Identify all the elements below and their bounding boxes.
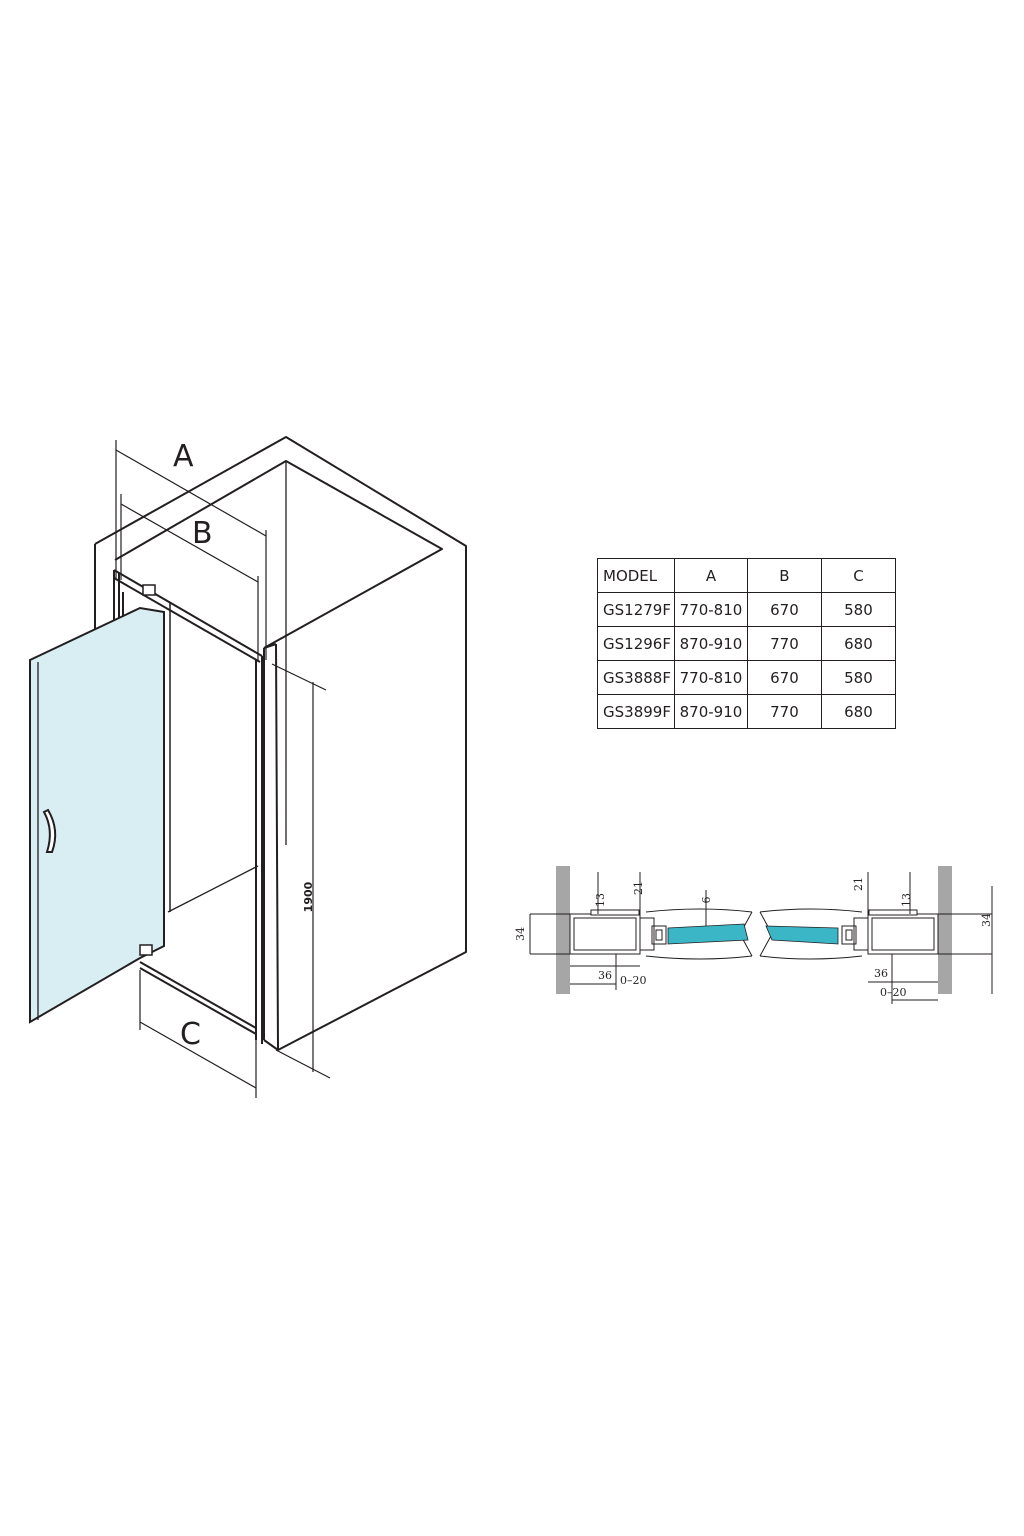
- dimension-height: [271, 663, 331, 1079]
- left-dim-34: 34: [514, 927, 527, 941]
- cell-c: 680: [820, 626, 896, 661]
- cell-model: GS1296F: [597, 626, 675, 661]
- cell-b: 770: [746, 694, 822, 729]
- left-dim-36: 36: [598, 969, 612, 982]
- table-row: GS3888F 770-810 670 580: [597, 660, 896, 695]
- wall-hatch-right: [938, 866, 952, 994]
- cell-c: 680: [820, 694, 896, 729]
- cell-a: 770-810: [673, 592, 748, 627]
- cell-model: GS3888F: [597, 660, 675, 695]
- door-glass-panel: [29, 606, 165, 1024]
- header-c: C: [820, 558, 896, 593]
- right-dim-21: 21: [852, 877, 865, 891]
- model-dimensions-table: MODEL A B C GS1279F 770-810 670 580 GS12…: [597, 558, 896, 729]
- right-dim-0-20: 0–20: [880, 986, 907, 999]
- dimension-a: [115, 440, 267, 660]
- cell-model: GS1279F: [597, 592, 675, 627]
- dimension-b-label: B: [192, 516, 213, 551]
- cell-model: GS3899F: [597, 694, 675, 729]
- cell-c: 580: [820, 660, 896, 695]
- wall-hatch-left: [556, 866, 570, 994]
- cell-a: 870-910: [673, 694, 748, 729]
- table-row: GS3899F 870-910 770 680: [597, 694, 896, 729]
- right-dim-34: 34: [980, 913, 993, 927]
- right-dim-13: 13: [900, 893, 913, 907]
- floor-edge: [167, 865, 259, 913]
- dimension-c: [139, 970, 257, 1098]
- door-handle-icon: [42, 808, 57, 853]
- table-row: GS1279F 770-810 670 580: [597, 592, 896, 627]
- left-dim-6: 6: [700, 897, 713, 904]
- cell-c: 580: [820, 592, 896, 627]
- cell-a: 770-810: [673, 660, 748, 695]
- header-b: B: [746, 558, 822, 593]
- dimension-b: [120, 494, 259, 660]
- header-model: MODEL: [597, 558, 675, 593]
- table-row: GS1296F 870-910 770 680: [597, 626, 896, 661]
- dimension-c-label: C: [180, 1017, 201, 1052]
- height-label: 1900: [302, 881, 315, 912]
- enclosure-outline: [94, 436, 467, 1051]
- left-dim-21: 21: [632, 881, 645, 895]
- right-dim-36: 36: [874, 967, 888, 980]
- left-dim-13: 13: [594, 893, 607, 907]
- cell-b: 670: [746, 660, 822, 695]
- dimension-a-label: A: [173, 439, 194, 474]
- cell-a: 870-910: [673, 626, 748, 661]
- cell-b: 670: [746, 592, 822, 627]
- left-dim-0-20: 0–20: [620, 974, 647, 987]
- header-a: A: [673, 558, 748, 593]
- glass-section-left: [667, 923, 749, 945]
- glass-section-right: [765, 925, 839, 945]
- top-hinge-icon: [142, 584, 156, 596]
- table-header-row: MODEL A B C: [597, 558, 896, 593]
- bottom-hinge-icon: [139, 944, 153, 956]
- profile-section-left: 34 13 21 6 36 0–20: [514, 866, 753, 994]
- profile-section-right: 21 13 34 36 0–20: [759, 866, 993, 1004]
- cell-b: 770: [746, 626, 822, 661]
